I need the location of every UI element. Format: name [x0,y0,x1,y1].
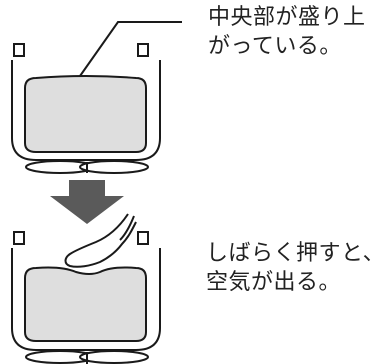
annotation-top: 中央部が盛り上 がっている。 [208,3,366,61]
hand-icon [64,213,137,268]
bottom-right-clip [137,231,149,245]
top-container [11,21,182,174]
top-container-outline [11,60,161,161]
annotation-bottom: しばらく押すと、 空気が出る。 [206,239,385,297]
bottom-base-right [79,350,149,364]
bottom-left-clip [13,231,25,245]
hand-finger-line [119,215,135,241]
annotation-top-line2: がっている。 [208,34,342,59]
bottom-container-outline [11,248,161,351]
down-arrow [50,180,124,224]
annotation-bottom-line1: しばらく押すと、 [206,241,386,266]
top-right-clip [137,43,149,57]
top-left-clip [13,43,25,57]
hand-shape [64,213,137,268]
annotation-top-line1: 中央部が盛り上 [208,5,366,30]
top-base-right [79,160,149,174]
bottom-pad [24,266,147,342]
top-pad [24,75,147,153]
bottom-container [11,231,161,364]
annotation-bottom-line2: 空気が出る。 [206,270,342,295]
top-leader-line [79,21,182,77]
